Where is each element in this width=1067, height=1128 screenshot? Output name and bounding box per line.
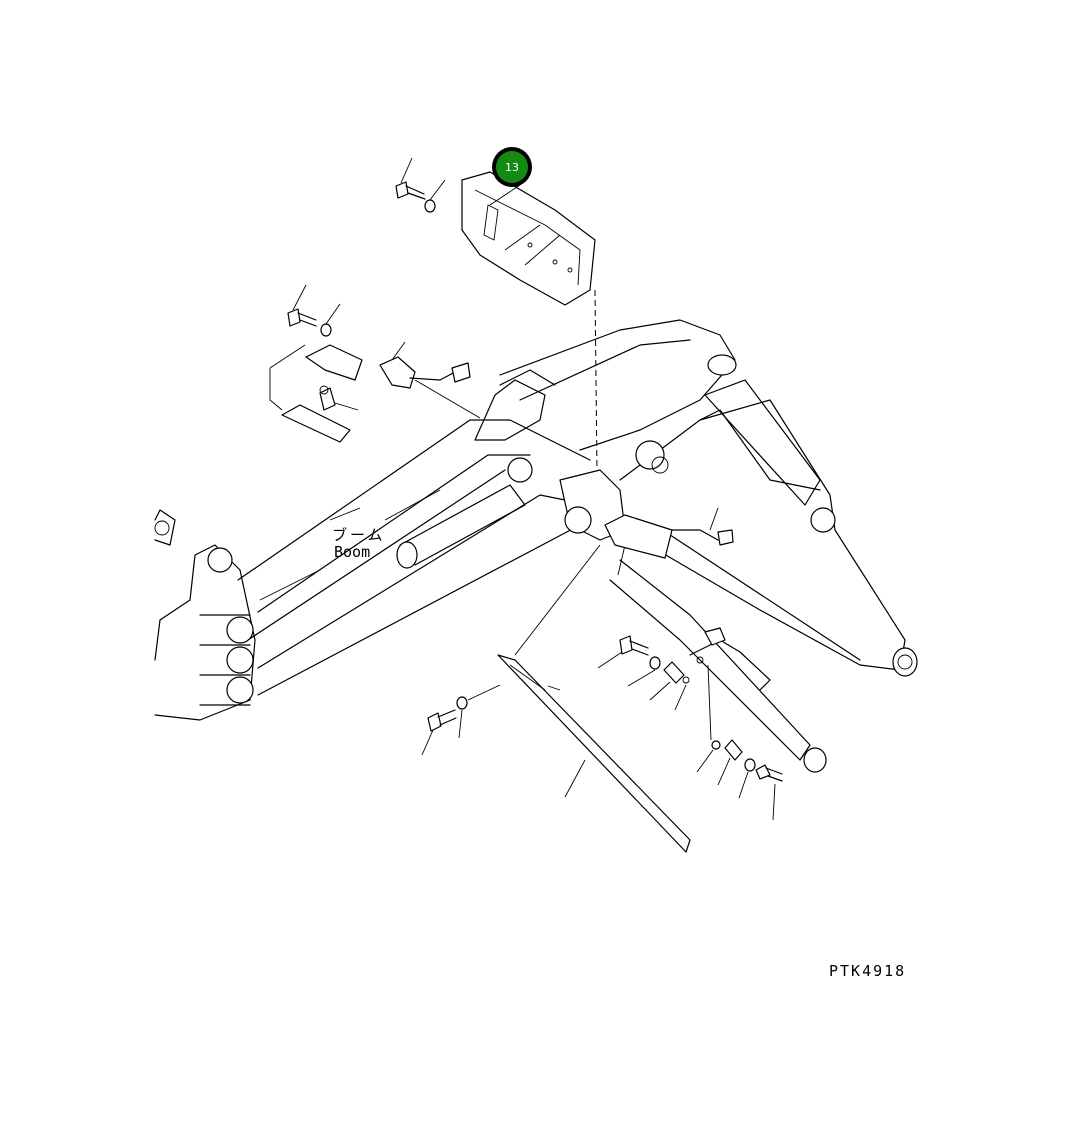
bracket-group-left [269, 284, 481, 443]
part-callout-13[interactable]: 13 [492, 147, 532, 187]
drawing-code: PTK4918 [829, 962, 907, 980]
bolt-lower-left [421, 684, 501, 756]
part-callout-number: 13 [496, 151, 528, 183]
bolt-upper [395, 157, 446, 213]
leader-lines [259, 489, 719, 656]
hardware-group-right [597, 627, 783, 821]
boom-structure [154, 319, 918, 773]
boom-label-english: Boom [334, 543, 371, 561]
harness-right [604, 514, 734, 559]
cover-leader-dashed [594, 289, 598, 471]
boom-label-japanese: ブーム [332, 526, 386, 544]
cover-plate-part [461, 171, 596, 306]
lower-cover-plate [497, 654, 691, 853]
